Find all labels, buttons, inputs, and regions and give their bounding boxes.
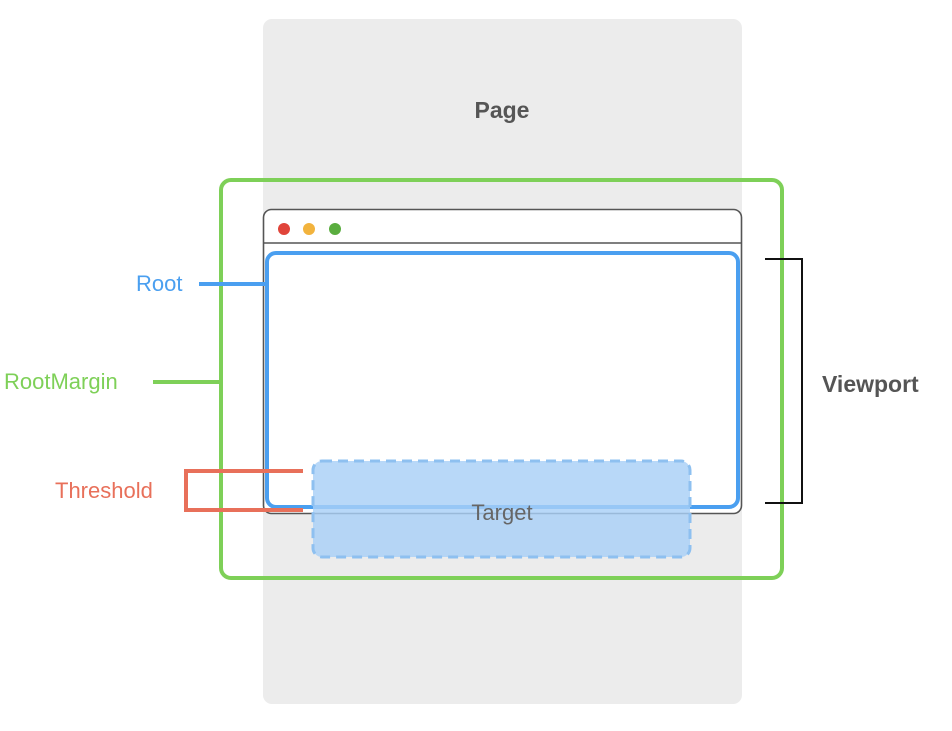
page-label: Page (475, 97, 530, 123)
minimize-dot-icon (303, 223, 315, 235)
root-label: Root (136, 271, 182, 296)
viewport-bracket (765, 258, 803, 504)
threshold-bracket (184, 469, 303, 512)
target-label: Target (471, 500, 532, 525)
target-box (311, 459, 692, 559)
root-margin-box (219, 178, 784, 580)
viewport-label: Viewport (822, 371, 919, 397)
close-dot-icon (278, 223, 290, 235)
root-margin-label: RootMargin (4, 369, 118, 394)
maximize-dot-icon (329, 223, 341, 235)
threshold-label: Threshold (55, 478, 153, 503)
